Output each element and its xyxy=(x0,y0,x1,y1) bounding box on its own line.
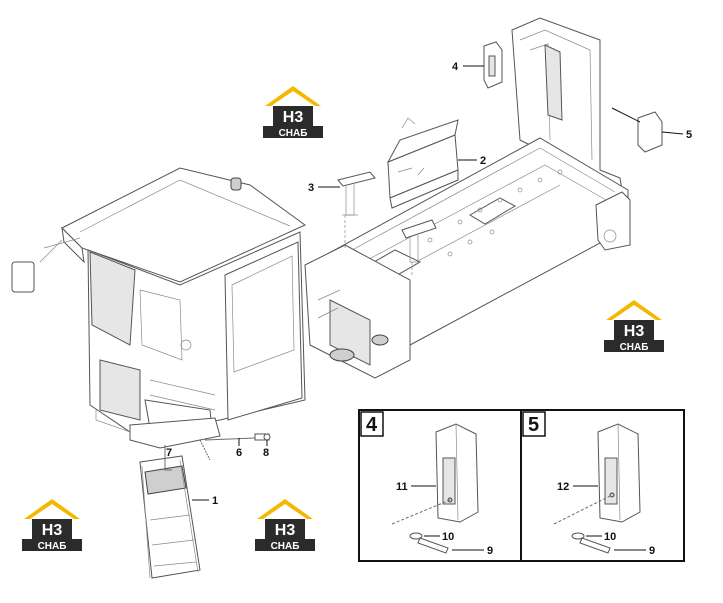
cable-assembly xyxy=(164,433,271,471)
detail-4-label-9: 9 xyxy=(487,545,493,557)
ladder-part-1 xyxy=(139,455,201,579)
callout-2: 2 xyxy=(480,155,486,167)
detail-4-label-10: 10 xyxy=(442,531,454,543)
detail-4-label-11: 11 xyxy=(396,481,408,493)
detail-box-5-title: 5 xyxy=(528,414,539,436)
watermark-letters: H3 xyxy=(624,323,645,340)
bracket-upper-rail xyxy=(401,219,437,275)
callouts: 4 5 2 3 1 6 7 8 xyxy=(166,61,692,507)
watermark-logo-4: H3 СНАБ xyxy=(255,499,315,552)
detail-panel: 4 11 10 9 5 12 xyxy=(358,409,685,562)
detail-5-label-9: 9 xyxy=(649,545,655,557)
cover-part-4 xyxy=(483,41,503,89)
detail-5-label-10: 10 xyxy=(604,531,616,543)
watermark-letters: H3 xyxy=(275,522,296,539)
toolbox-part-2 xyxy=(386,117,459,209)
watermark-text: СНАБ xyxy=(279,128,308,139)
callout-3: 3 xyxy=(308,182,314,194)
callout-5: 5 xyxy=(686,129,692,141)
detail-box-4: 4 11 10 9 xyxy=(360,411,493,557)
watermark-letters: H3 xyxy=(283,109,304,126)
watermark-logo-3: H3 СНАБ xyxy=(22,499,82,552)
watermark-text: СНАБ xyxy=(38,541,67,552)
cab xyxy=(11,167,306,449)
callout-8: 8 xyxy=(263,447,269,459)
cover-part-5 xyxy=(637,111,663,153)
watermark-text: СНАБ xyxy=(620,342,649,353)
watermark-logo-1: H3 СНАБ xyxy=(263,86,323,139)
detail-box-5: 5 12 10 9 xyxy=(522,411,655,557)
watermark-logo-2: H3 СНАБ xyxy=(604,300,664,353)
bracket-part-3 xyxy=(337,171,376,250)
detail-box-4-title: 4 xyxy=(366,414,378,436)
watermark-letters: H3 xyxy=(42,522,63,539)
callout-7: 7 xyxy=(166,447,172,459)
callout-1: 1 xyxy=(212,495,218,507)
callout-6: 6 xyxy=(236,447,242,459)
rear-frame xyxy=(304,17,631,379)
detail-5-label-12: 12 xyxy=(557,481,569,493)
callout-4: 4 xyxy=(452,61,459,73)
watermark-text: СНАБ xyxy=(271,541,300,552)
